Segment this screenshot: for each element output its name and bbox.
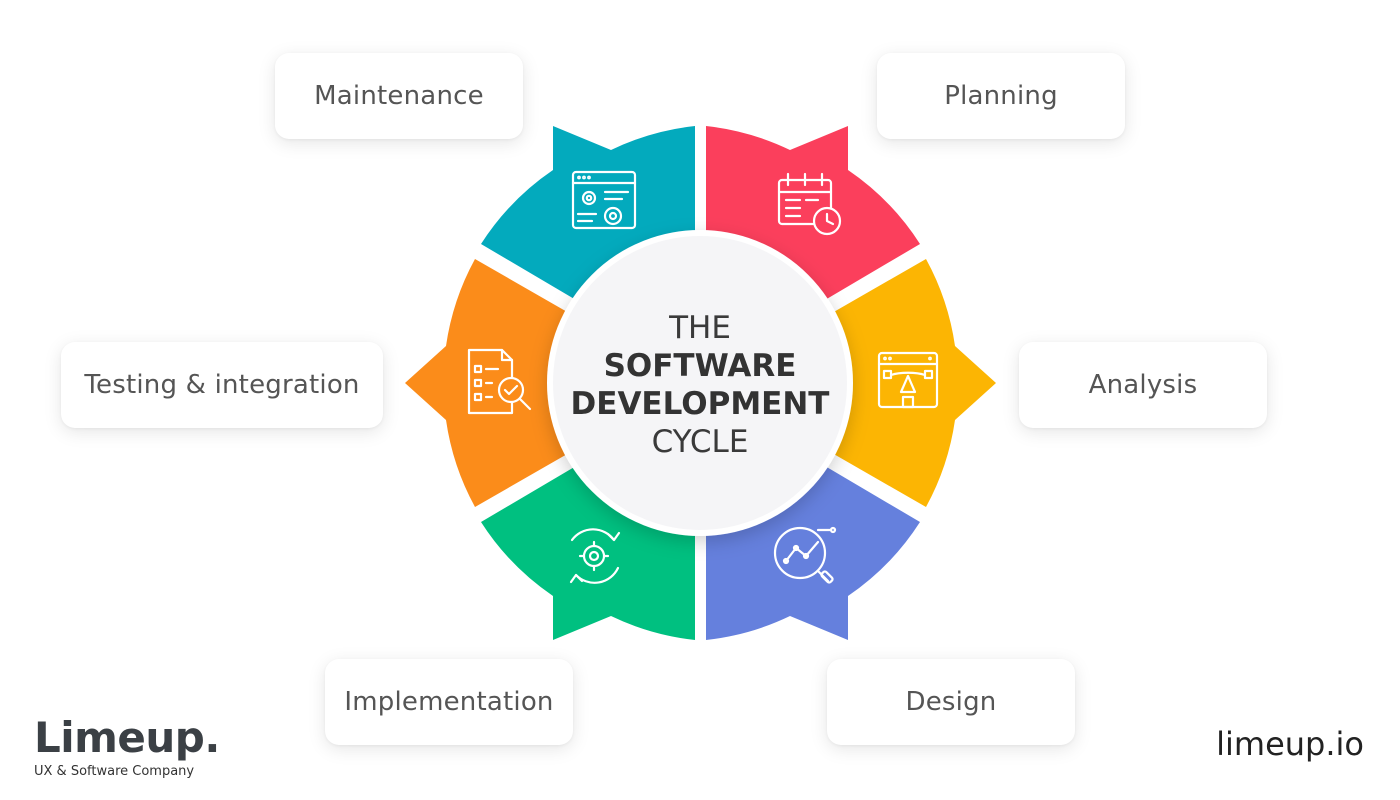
stage-label-implementation: Implementation: [325, 659, 573, 745]
center-title: THE SOFTWARE DEVELOPMENT CYCLE: [545, 300, 855, 470]
gear-cycle-icon: [569, 528, 621, 584]
center-title-line4: CYCLE: [651, 424, 749, 460]
segment-analysis: [832, 259, 996, 507]
checklist-magnifier-icon: [467, 348, 532, 415]
stage-label-text: Design: [905, 687, 997, 717]
stage-label-planning: Planning: [877, 53, 1125, 139]
stage-label-text: Testing & integration: [84, 370, 360, 400]
brand-logo: Limeup. UX & Software Company: [34, 713, 220, 780]
browser-gears-icon: [571, 170, 637, 230]
design-magnifier-chart-icon: [773, 526, 837, 584]
stage-label-analysis: Analysis: [1019, 342, 1267, 428]
stage-label-text: Planning: [944, 81, 1058, 111]
site-url: limeup.io: [1216, 725, 1364, 763]
stage-label-testing: Testing & integration: [61, 342, 383, 428]
center-title-line2: SOFTWARE: [603, 348, 797, 384]
center-title-line3: DEVELOPMENT: [570, 386, 830, 422]
stage-label-text: Analysis: [1088, 370, 1198, 400]
center-circle: [547, 230, 853, 536]
segment-design: [706, 466, 920, 640]
stage-label-text: Maintenance: [314, 81, 484, 111]
segment-implementation: [481, 466, 695, 640]
brand-tagline: UX & Software Company: [34, 764, 195, 779]
center-title-line1: THE: [669, 310, 731, 346]
calendar-clock-icon: [777, 172, 842, 236]
segment-planning: [706, 126, 920, 300]
analysis-browser-icon: [877, 351, 939, 409]
stage-label-maintenance: Maintenance: [275, 53, 523, 139]
brand-name: Limeup.: [34, 713, 220, 762]
stage-label-text: Implementation: [344, 687, 554, 717]
stage-label-design: Design: [827, 659, 1075, 745]
